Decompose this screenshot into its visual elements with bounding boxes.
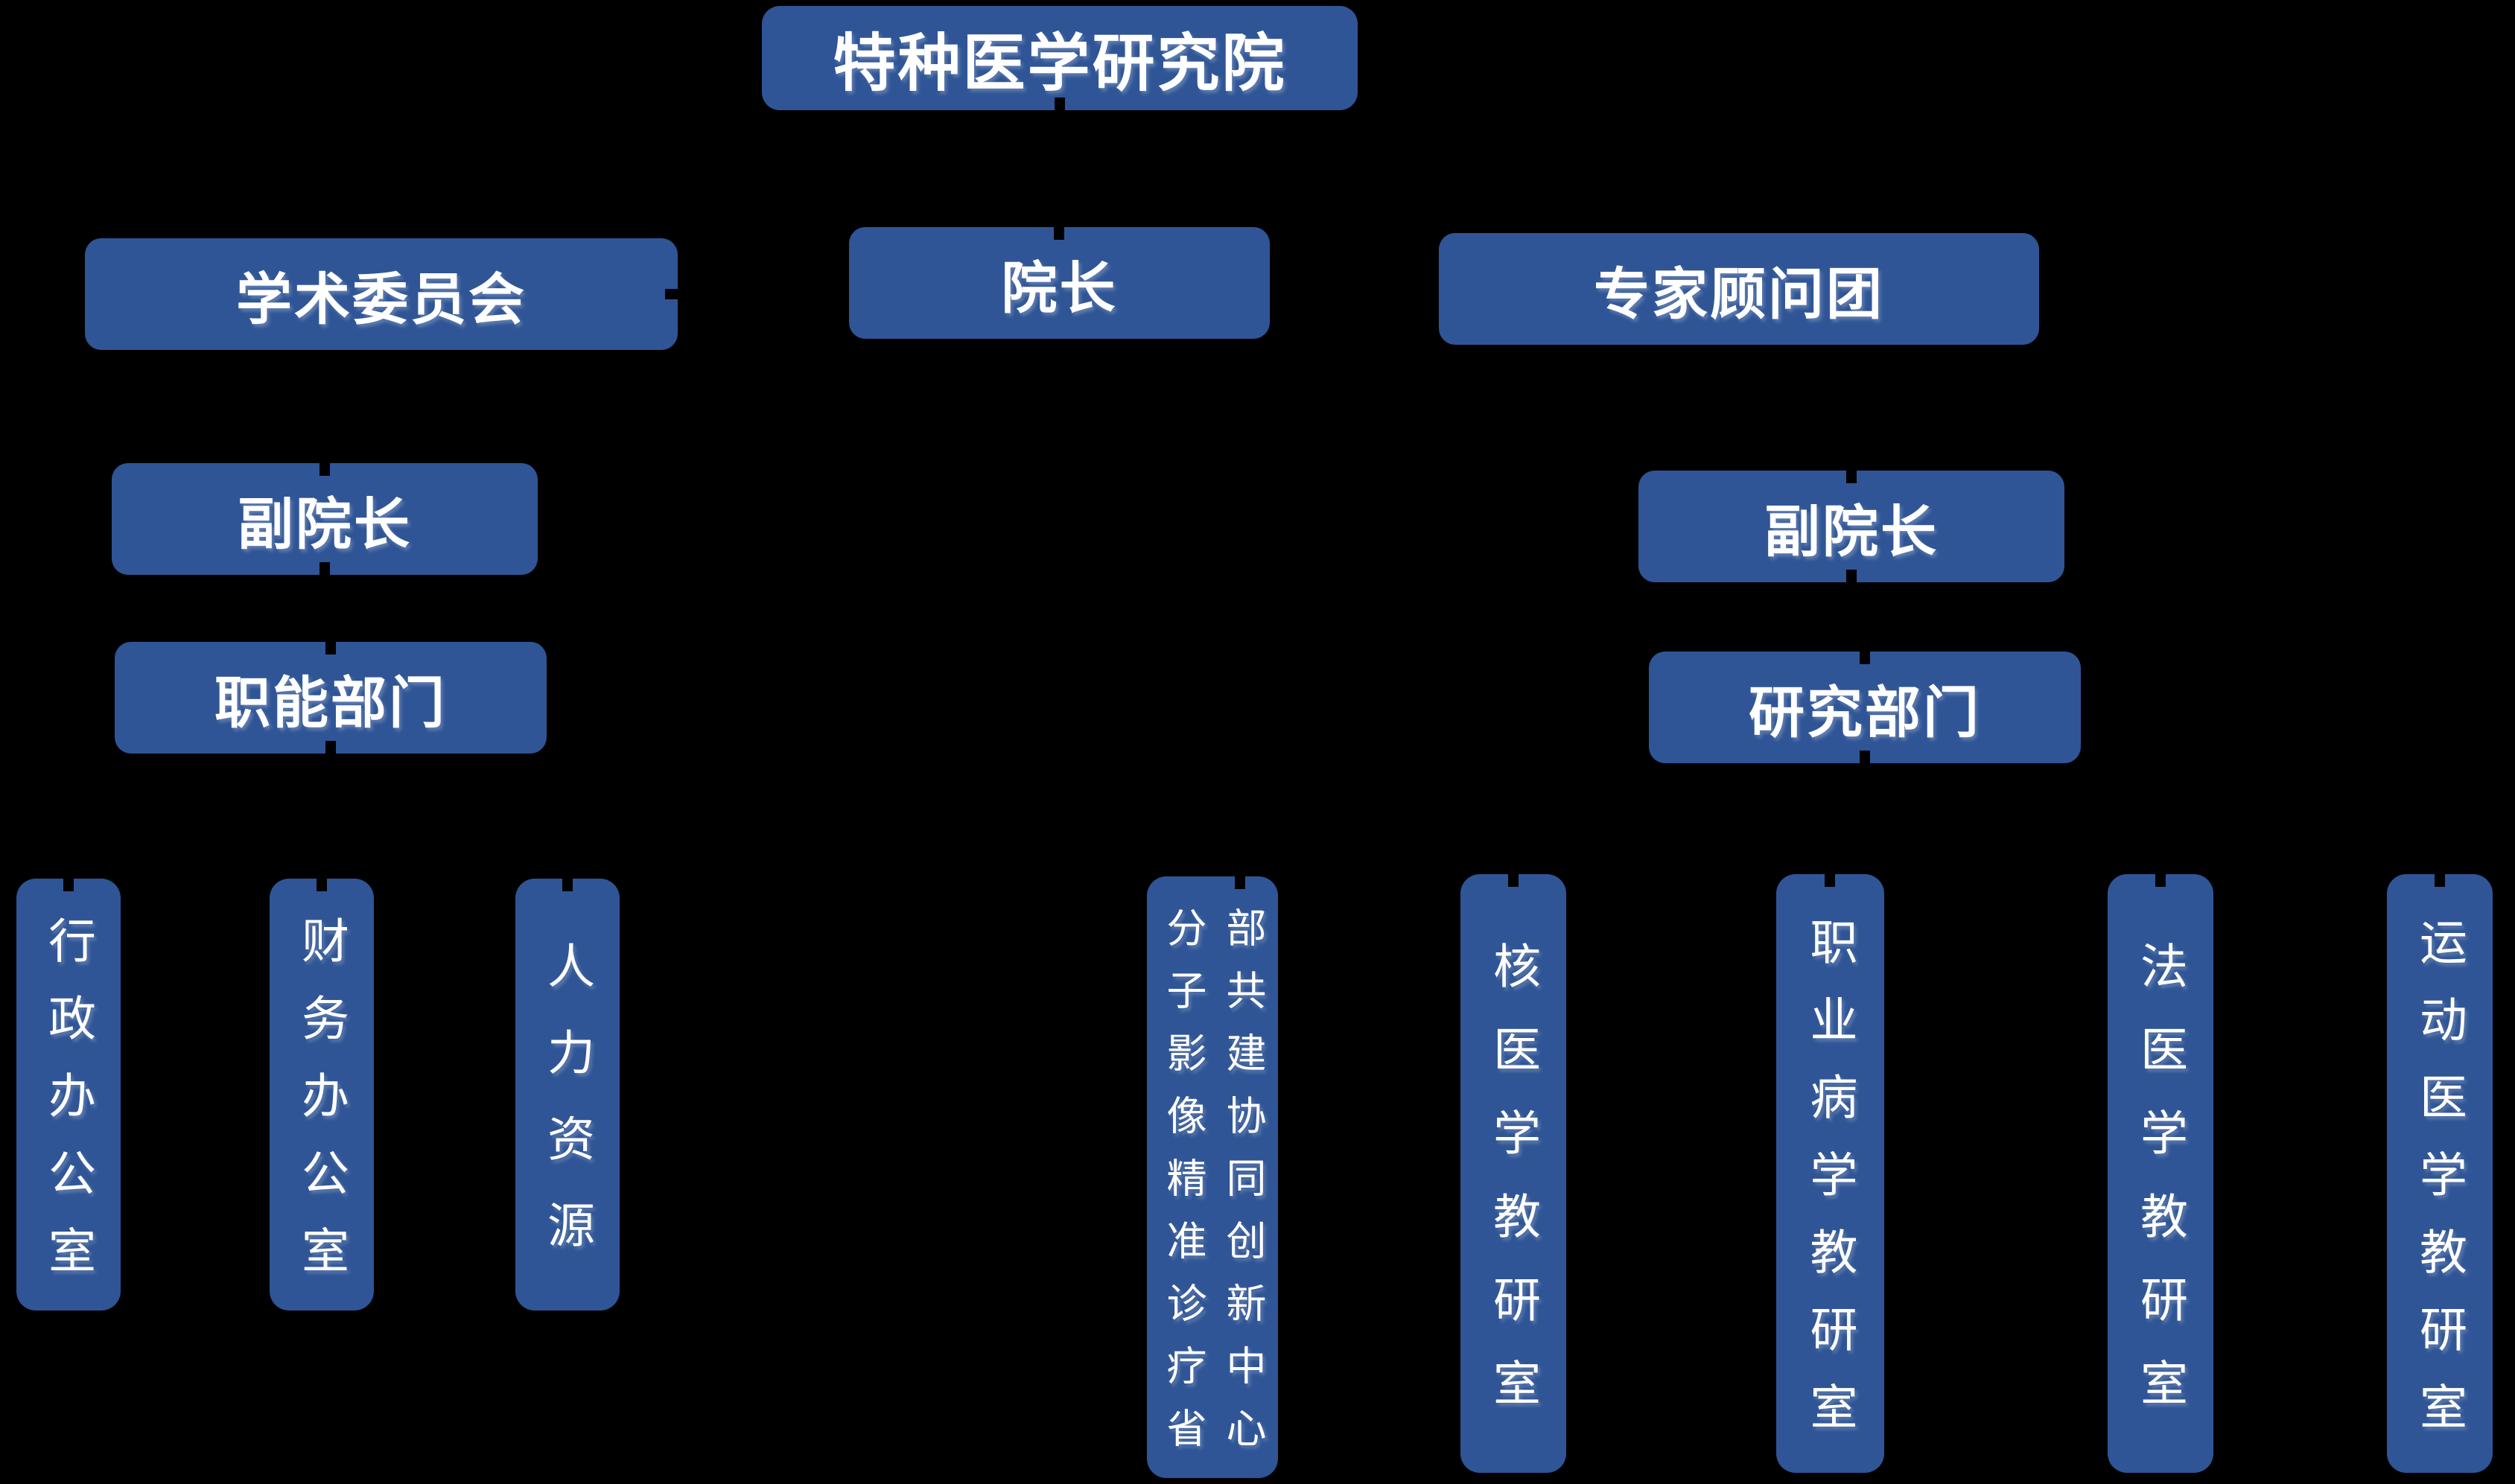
node-label: 人力资源 — [541, 941, 594, 1287]
connector-stub — [1825, 874, 1835, 887]
connector-stub — [63, 879, 74, 891]
node-innovation-center: 分子影像精准诊疗省 部共建协同创新中心 — [1147, 876, 1278, 1478]
node-label-column-left: 分子影像精准诊疗省 — [1160, 907, 1205, 1470]
node-forensic-medicine-office: 法医学教研室 — [2108, 874, 2213, 1473]
connector-stub — [2435, 874, 2445, 887]
connector-stub — [1846, 471, 1857, 483]
node-label: 核医学教研室 — [1487, 941, 1540, 1442]
connector-stub — [1508, 874, 1519, 887]
node-occupational-disease-office: 职业病学教研室 — [1776, 874, 1884, 1473]
node-academic-committee: 学术委员会 — [85, 238, 678, 350]
node-label: 运动医学教研室 — [2413, 917, 2467, 1459]
node-human-resources: 人力资源 — [515, 879, 620, 1311]
node-functional-departments: 职能部门 — [115, 642, 547, 754]
connector-stub — [665, 289, 678, 299]
node-research-departments: 研究部门 — [1649, 652, 2081, 763]
node-admin-office: 行政办公室 — [16, 879, 121, 1311]
node-label: 财务办公室 — [295, 916, 349, 1303]
connector-stub — [1846, 570, 1857, 582]
node-label: 法医学教研室 — [2134, 941, 2187, 1442]
node-expert-advisors: 专家顾问团 — [1439, 233, 2039, 345]
connector-stub — [319, 562, 330, 575]
node-sports-medicine-office: 运动医学教研室 — [2387, 874, 2493, 1473]
connector-stub — [319, 463, 330, 476]
connector-stub — [1235, 876, 1245, 889]
node-dean: 院长 — [849, 227, 1270, 339]
connector-stub — [1054, 227, 1064, 240]
node-label: 职业病学教研室 — [1803, 917, 1857, 1459]
connector-stub — [317, 879, 327, 891]
connector-stub — [562, 879, 573, 891]
node-label-column-right: 部共建协同创新中心 — [1220, 907, 1265, 1470]
node-label: 行政办公室 — [42, 916, 95, 1303]
connector-stub — [1860, 652, 1870, 664]
connector-stub — [325, 642, 336, 655]
connector-stub — [2155, 874, 2166, 887]
node-vice-dean-right: 副院长 — [1638, 471, 2064, 582]
node-institute-root: 特种医学研究院 — [762, 6, 1358, 110]
connector-stub — [1055, 98, 1065, 110]
node-finance-office: 财务办公室 — [270, 879, 374, 1311]
node-nuclear-medicine-office: 核医学教研室 — [1460, 874, 1566, 1473]
node-vice-dean-left: 副院长 — [112, 463, 538, 575]
connector-stub — [325, 741, 336, 754]
connector-stub — [1860, 751, 1870, 763]
